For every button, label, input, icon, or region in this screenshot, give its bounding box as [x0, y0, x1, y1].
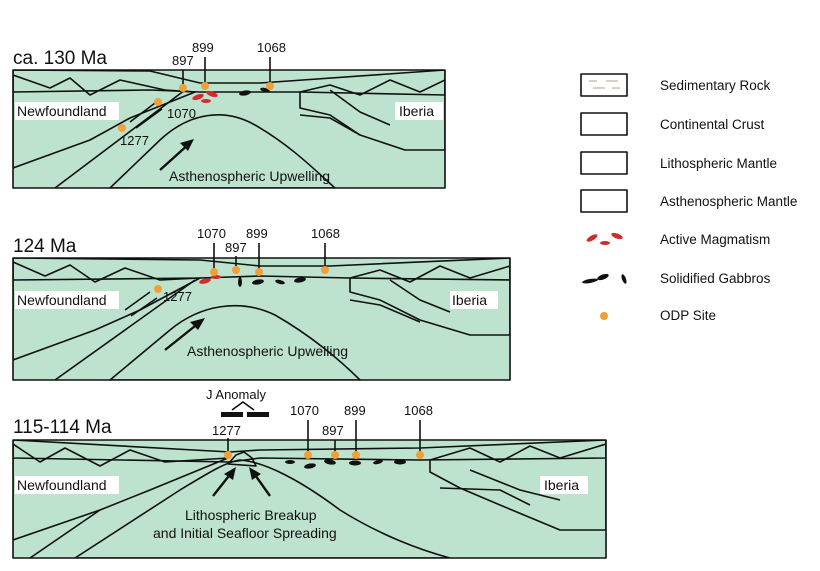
iberia-label: Iberia — [452, 292, 487, 308]
newfoundland-label: Newfoundland — [17, 477, 107, 493]
gabbro-icon — [238, 277, 306, 287]
iberia-label: Iberia — [544, 477, 579, 493]
odp-site-icon — [416, 451, 424, 459]
breakup-label: Lithospheric Breakup — [185, 507, 317, 523]
panel-ca-130-ma: ca. 130 Ma — [12, 40, 446, 189]
panel-title: 115-114 Ma — [13, 417, 112, 438]
sedimentary-swatch — [580, 73, 628, 97]
site-label: 1070 — [197, 226, 226, 241]
site-label: 1068 — [404, 403, 433, 418]
gabbro-icon — [239, 87, 270, 96]
odp-site-icon — [154, 98, 162, 106]
magma-icon — [586, 232, 623, 245]
odp-site-icon — [179, 84, 187, 92]
upwelling-label: Asthenospheric Upwelling — [169, 168, 330, 184]
odp-site-icon — [600, 312, 608, 320]
upwelling-label: Asthenospheric Upwelling — [187, 343, 348, 359]
legend-item: ODP Site — [600, 308, 716, 323]
legend-label: Continental Crust — [660, 117, 765, 132]
magma-icon — [199, 275, 221, 284]
j-anomaly-label: J Anomaly — [206, 387, 266, 402]
odp-site-icon — [232, 266, 240, 274]
panel-title: ca. 130 Ma — [13, 48, 107, 69]
odp-site-icon — [224, 451, 232, 459]
legend-label: Lithospheric Mantle — [660, 156, 777, 171]
iberia-label: Iberia — [399, 103, 434, 119]
arrow-icon — [164, 321, 201, 351]
legend-label: Active Magmatism — [660, 232, 770, 247]
site-label: 897 — [322, 423, 344, 438]
legend-item: Lithospheric Mantle — [580, 151, 777, 175]
legend: Sedimentary Rock Continental Crust Litho… — [580, 73, 797, 323]
site-label: 1068 — [311, 226, 340, 241]
odp-site-icon — [201, 82, 209, 90]
odp-site-icon — [210, 268, 218, 276]
breakup-label: and Initial Seafloor Spreading — [153, 525, 337, 541]
legend-item: Solidified Gabbros — [582, 271, 771, 286]
panel-title: 124 Ma — [13, 236, 77, 257]
legend-item: Asthenospheric Mantle — [580, 189, 797, 213]
site-label: 897 — [172, 53, 194, 68]
site-label: 1068 — [257, 40, 286, 55]
panel-124-ma: 124 Ma — [12, 226, 511, 381]
odp-site-icon — [255, 268, 263, 276]
site-label: 1277 — [212, 423, 241, 438]
odp-site-icon — [154, 285, 162, 293]
odp-site-icon — [321, 266, 329, 274]
continental-swatch — [580, 112, 628, 136]
gabbro-icon — [285, 459, 406, 469]
asthenospheric-swatch — [580, 189, 628, 213]
legend-item: Continental Crust — [580, 112, 765, 136]
panel-115-114-ma: 115-114 Ma J Anomaly — [12, 387, 607, 559]
legend-label: Asthenospheric Mantle — [660, 194, 797, 209]
odp-site-icon — [331, 451, 339, 459]
magma-icon — [192, 90, 218, 103]
site-label: 1070 — [167, 106, 196, 121]
legend-label: ODP Site — [660, 308, 716, 323]
odp-site-icon — [304, 451, 312, 459]
site-label: 899 — [192, 40, 214, 55]
magma-icon — [227, 451, 257, 467]
site-label: 1277 — [163, 289, 192, 304]
gabbro-icon — [582, 273, 627, 284]
site-label: 897 — [225, 240, 247, 255]
newfoundland-label: Newfoundland — [17, 292, 107, 308]
legend-item: Active Magmatism — [586, 232, 770, 247]
newfoundland-label: Newfoundland — [17, 103, 107, 119]
odp-site-icon — [352, 451, 360, 459]
odp-site-icon — [266, 82, 274, 90]
lithospheric-swatch — [580, 151, 628, 175]
site-label: 899 — [344, 403, 366, 418]
site-label: 899 — [246, 226, 268, 241]
site-label: 1070 — [290, 403, 319, 418]
odp-site-icon — [118, 124, 126, 132]
legend-label: Sedimentary Rock — [660, 78, 771, 93]
legend-item: Sedimentary Rock — [580, 73, 771, 97]
site-label: 1277 — [120, 133, 149, 148]
legend-label: Solidified Gabbros — [660, 271, 771, 286]
